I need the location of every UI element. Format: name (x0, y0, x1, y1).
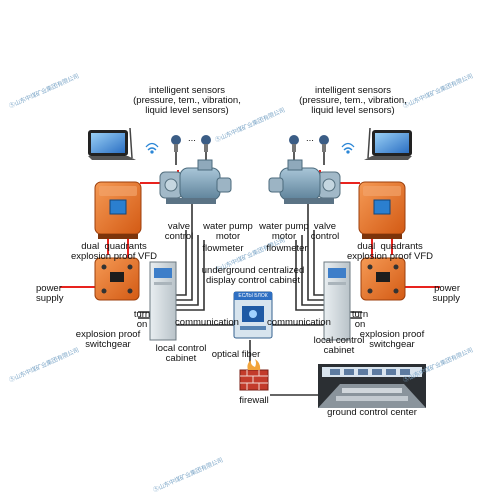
sensors-right-label: intelligent sensors (pressure, tem., vib… (299, 85, 407, 116)
switchgear-right-label: explosion proof switchgear (359, 329, 425, 350)
vfd-right-label: dual quadrants explosion proof VFD (346, 241, 434, 262)
communication-left-label: communication (175, 317, 239, 328)
vfd-right-graphic (358, 181, 406, 239)
turn-on-right-label: turn on (351, 309, 369, 330)
power-supply-right-label: power supply (432, 283, 460, 304)
dots-left-label: ... (188, 133, 196, 144)
local-cabinet-left-label: local control cabinet (155, 343, 207, 364)
flowmeter-right-label: flowmeter (266, 243, 308, 254)
wifi-left (145, 142, 159, 154)
flowmeter-left-label: flowmeter (202, 243, 244, 254)
pump-left-graphic (159, 159, 232, 204)
local-cabinet-left-graphic (149, 261, 177, 341)
sensors-left-label: intelligent sensors (pressure, tem., vib… (133, 85, 241, 116)
switchgear-left-label: explosion proof switchgear (75, 329, 141, 350)
optical-fiber-label: optical fiber (211, 349, 261, 360)
local-cabinet-right-label: local control cabinet (313, 335, 365, 356)
wifi-right (341, 142, 355, 154)
vfd-left-graphic (94, 181, 142, 239)
display-header-text: ЕСЛЫ БЛОК (238, 293, 268, 299)
water-pump-motor-right-label: water pump motor (259, 221, 309, 242)
power-supply-left-label: power supply (36, 283, 64, 304)
dots-right-label: ... (306, 133, 314, 144)
vfd-left-label: dual quadrants explosion proof VFD (70, 241, 158, 262)
local-cabinet-right-graphic (323, 261, 351, 341)
switchgear-left-graphic (94, 257, 140, 301)
communication-right-label: communication (267, 317, 331, 328)
firewall-graphic (239, 359, 269, 391)
water-pump-motor-left-label: water pump motor (203, 221, 253, 242)
ground-control-graphic (318, 364, 426, 408)
sensors-left-graphic (171, 135, 211, 152)
firewall-label: firewall (239, 395, 269, 406)
valve-control-right-label: valve control (310, 221, 340, 242)
tablet-right-graphic (364, 127, 412, 160)
central-cabinet-graphic (233, 291, 273, 339)
switchgear-right-graphic (360, 257, 406, 301)
turn-on-left-label: turn on (133, 309, 151, 330)
valve-control-left-label: valve control (164, 221, 194, 242)
tablet-left-graphic (88, 127, 136, 160)
ground-control-center-label: ground control center (327, 407, 417, 418)
underground-cabinet-label: underground centralized display control … (201, 265, 305, 286)
pump-right-graphic (268, 159, 341, 204)
sensors-right-graphic (289, 135, 329, 152)
